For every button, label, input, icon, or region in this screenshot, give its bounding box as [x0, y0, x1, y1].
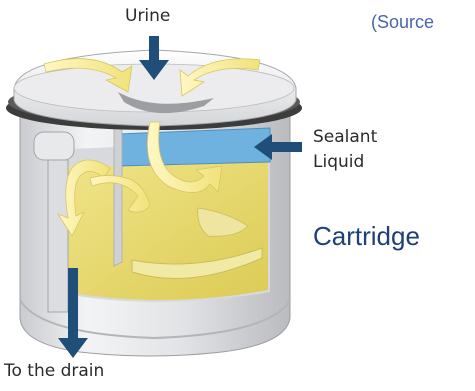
cartridge-title: Cartridge — [313, 221, 420, 252]
urine-label: Urine — [125, 6, 170, 26]
sealant-label-line2: Liquid — [313, 150, 377, 175]
sealant-label-line1: Sealant — [313, 125, 377, 150]
drain-label: To the drain — [4, 361, 104, 381]
sealant-liquid-label: Sealant Liquid — [313, 125, 377, 175]
sealant-liquid-layer — [118, 128, 270, 166]
source-caption: (Source — [371, 12, 434, 33]
